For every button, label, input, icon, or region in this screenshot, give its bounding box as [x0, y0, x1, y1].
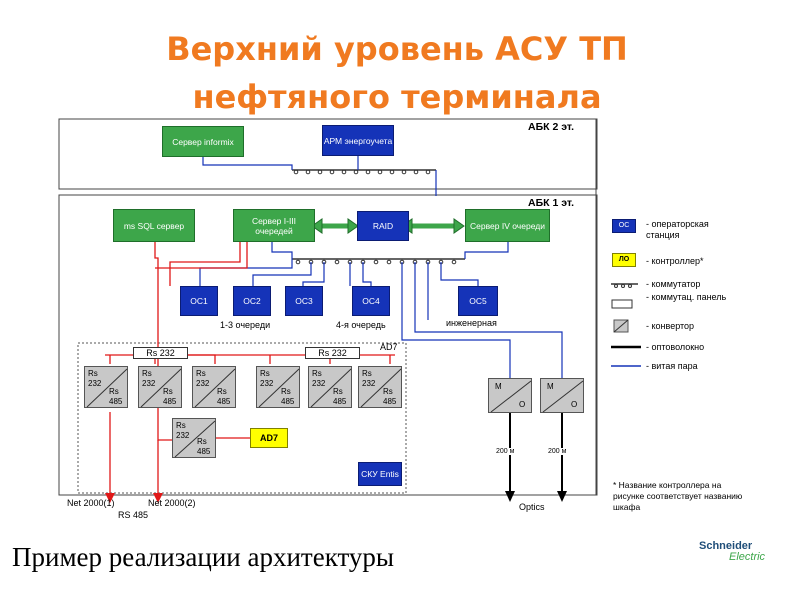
- converter-rs-top: Rs: [88, 369, 98, 378]
- converter-rs232-rs485: Rs 232 Rs 485: [138, 366, 182, 408]
- zone-ad7-frame: [77, 342, 407, 494]
- converter-rs232-rs485: Rs 232 Rs 485: [308, 366, 352, 408]
- converter-rs232-rs485: Rs 232 Rs 485: [192, 366, 236, 408]
- media-converter-2: М О: [540, 378, 584, 413]
- rs232-panel-2: Rs 232: [305, 347, 360, 359]
- converter-232: 232: [88, 379, 102, 388]
- converter-485: 485: [109, 397, 123, 406]
- operator-station-oc4: OC4: [352, 286, 390, 316]
- slide-title-line1: Верхний уровень АСУ ТП: [166, 30, 628, 68]
- slide-title-line2: нефтяного терминала: [192, 78, 602, 116]
- converter-rs232-rs485: Rs 232 Rs 485: [256, 366, 300, 408]
- zone-abk2-frame: [58, 118, 598, 190]
- net2000-1-label: Net 2000(1): [67, 498, 115, 508]
- rs485-label: RS 485: [118, 510, 149, 520]
- sku-entis: СКУ Entis: [358, 462, 402, 486]
- converter-rs-bottom: Rs: [109, 387, 119, 396]
- legend-converter-label: - конвертор: [646, 321, 695, 331]
- schneider-electric-logo: Schneider Electric: [699, 540, 766, 563]
- legend-twisted-pair-label: - витая пара: [646, 361, 698, 371]
- distance-label-1: 200 м: [496, 448, 515, 455]
- legend-oc-swatch: OC: [612, 219, 636, 233]
- legend-controller-swatch: ЛО: [612, 253, 636, 267]
- server-informix: Сервер informix: [162, 126, 244, 157]
- legend-fiber-label: - оптоволокно: [646, 342, 705, 352]
- rs232-panel-1: Rs 232: [133, 347, 188, 359]
- distance-label-2: 200 м: [548, 448, 567, 455]
- group-label-engineering: инженерная: [446, 318, 497, 328]
- controller-ad7: AD7: [250, 428, 288, 448]
- legend-footnote: * Название контроллера на рисунке соотве…: [613, 480, 743, 512]
- server-mssql: ms SQL сервер: [113, 209, 195, 242]
- legend-switch-label: - коммутатор: [646, 279, 701, 289]
- net2000-2-label: Net 2000(2): [148, 498, 196, 508]
- zone-abk2-label: АБК 2 эт.: [528, 121, 575, 133]
- zone-abk1-label: АБК 1 эт.: [528, 197, 575, 209]
- converter-rs232-rs485: Rs 232 Rs 485: [84, 366, 128, 408]
- operator-station-oc1: OC1: [180, 286, 218, 316]
- legend-controller-label: - контроллер*: [646, 256, 704, 266]
- legend-oc-label: - операторская станция: [646, 219, 709, 240]
- server-queues-1-3: Сервер I-III очередей: [233, 209, 315, 242]
- converter-rs232-rs485-lower: Rs 232 Rs 485: [172, 418, 216, 458]
- zone-ad7-label: АD7: [380, 342, 398, 352]
- switch-ports-upper: [293, 169, 431, 175]
- group-label-queue-4: 4-я очередь: [336, 320, 386, 330]
- media-converter-1: М О: [488, 378, 532, 413]
- arm-energy-station: АРМ энергоучета: [322, 125, 394, 156]
- group-label-queues-1-3: 1-3 очереди: [220, 320, 271, 330]
- operator-station-oc3: OC3: [285, 286, 323, 316]
- optics-label: Optics: [519, 502, 545, 512]
- operator-station-oc2: OC2: [233, 286, 271, 316]
- converter-rs232-rs485: Rs 232 Rs 485: [358, 366, 402, 408]
- legend-symbols: [611, 283, 641, 367]
- raid-storage: RAID: [357, 211, 409, 241]
- zone-abk1-frame: [58, 194, 598, 496]
- slide-caption: Пример реализации архитектуры: [12, 542, 395, 572]
- server-queue-4: Сервер IV очереди: [465, 209, 550, 242]
- operator-station-oc5: OC5: [458, 286, 498, 316]
- legend-patch-panel-label: - коммутац. панель: [646, 292, 727, 302]
